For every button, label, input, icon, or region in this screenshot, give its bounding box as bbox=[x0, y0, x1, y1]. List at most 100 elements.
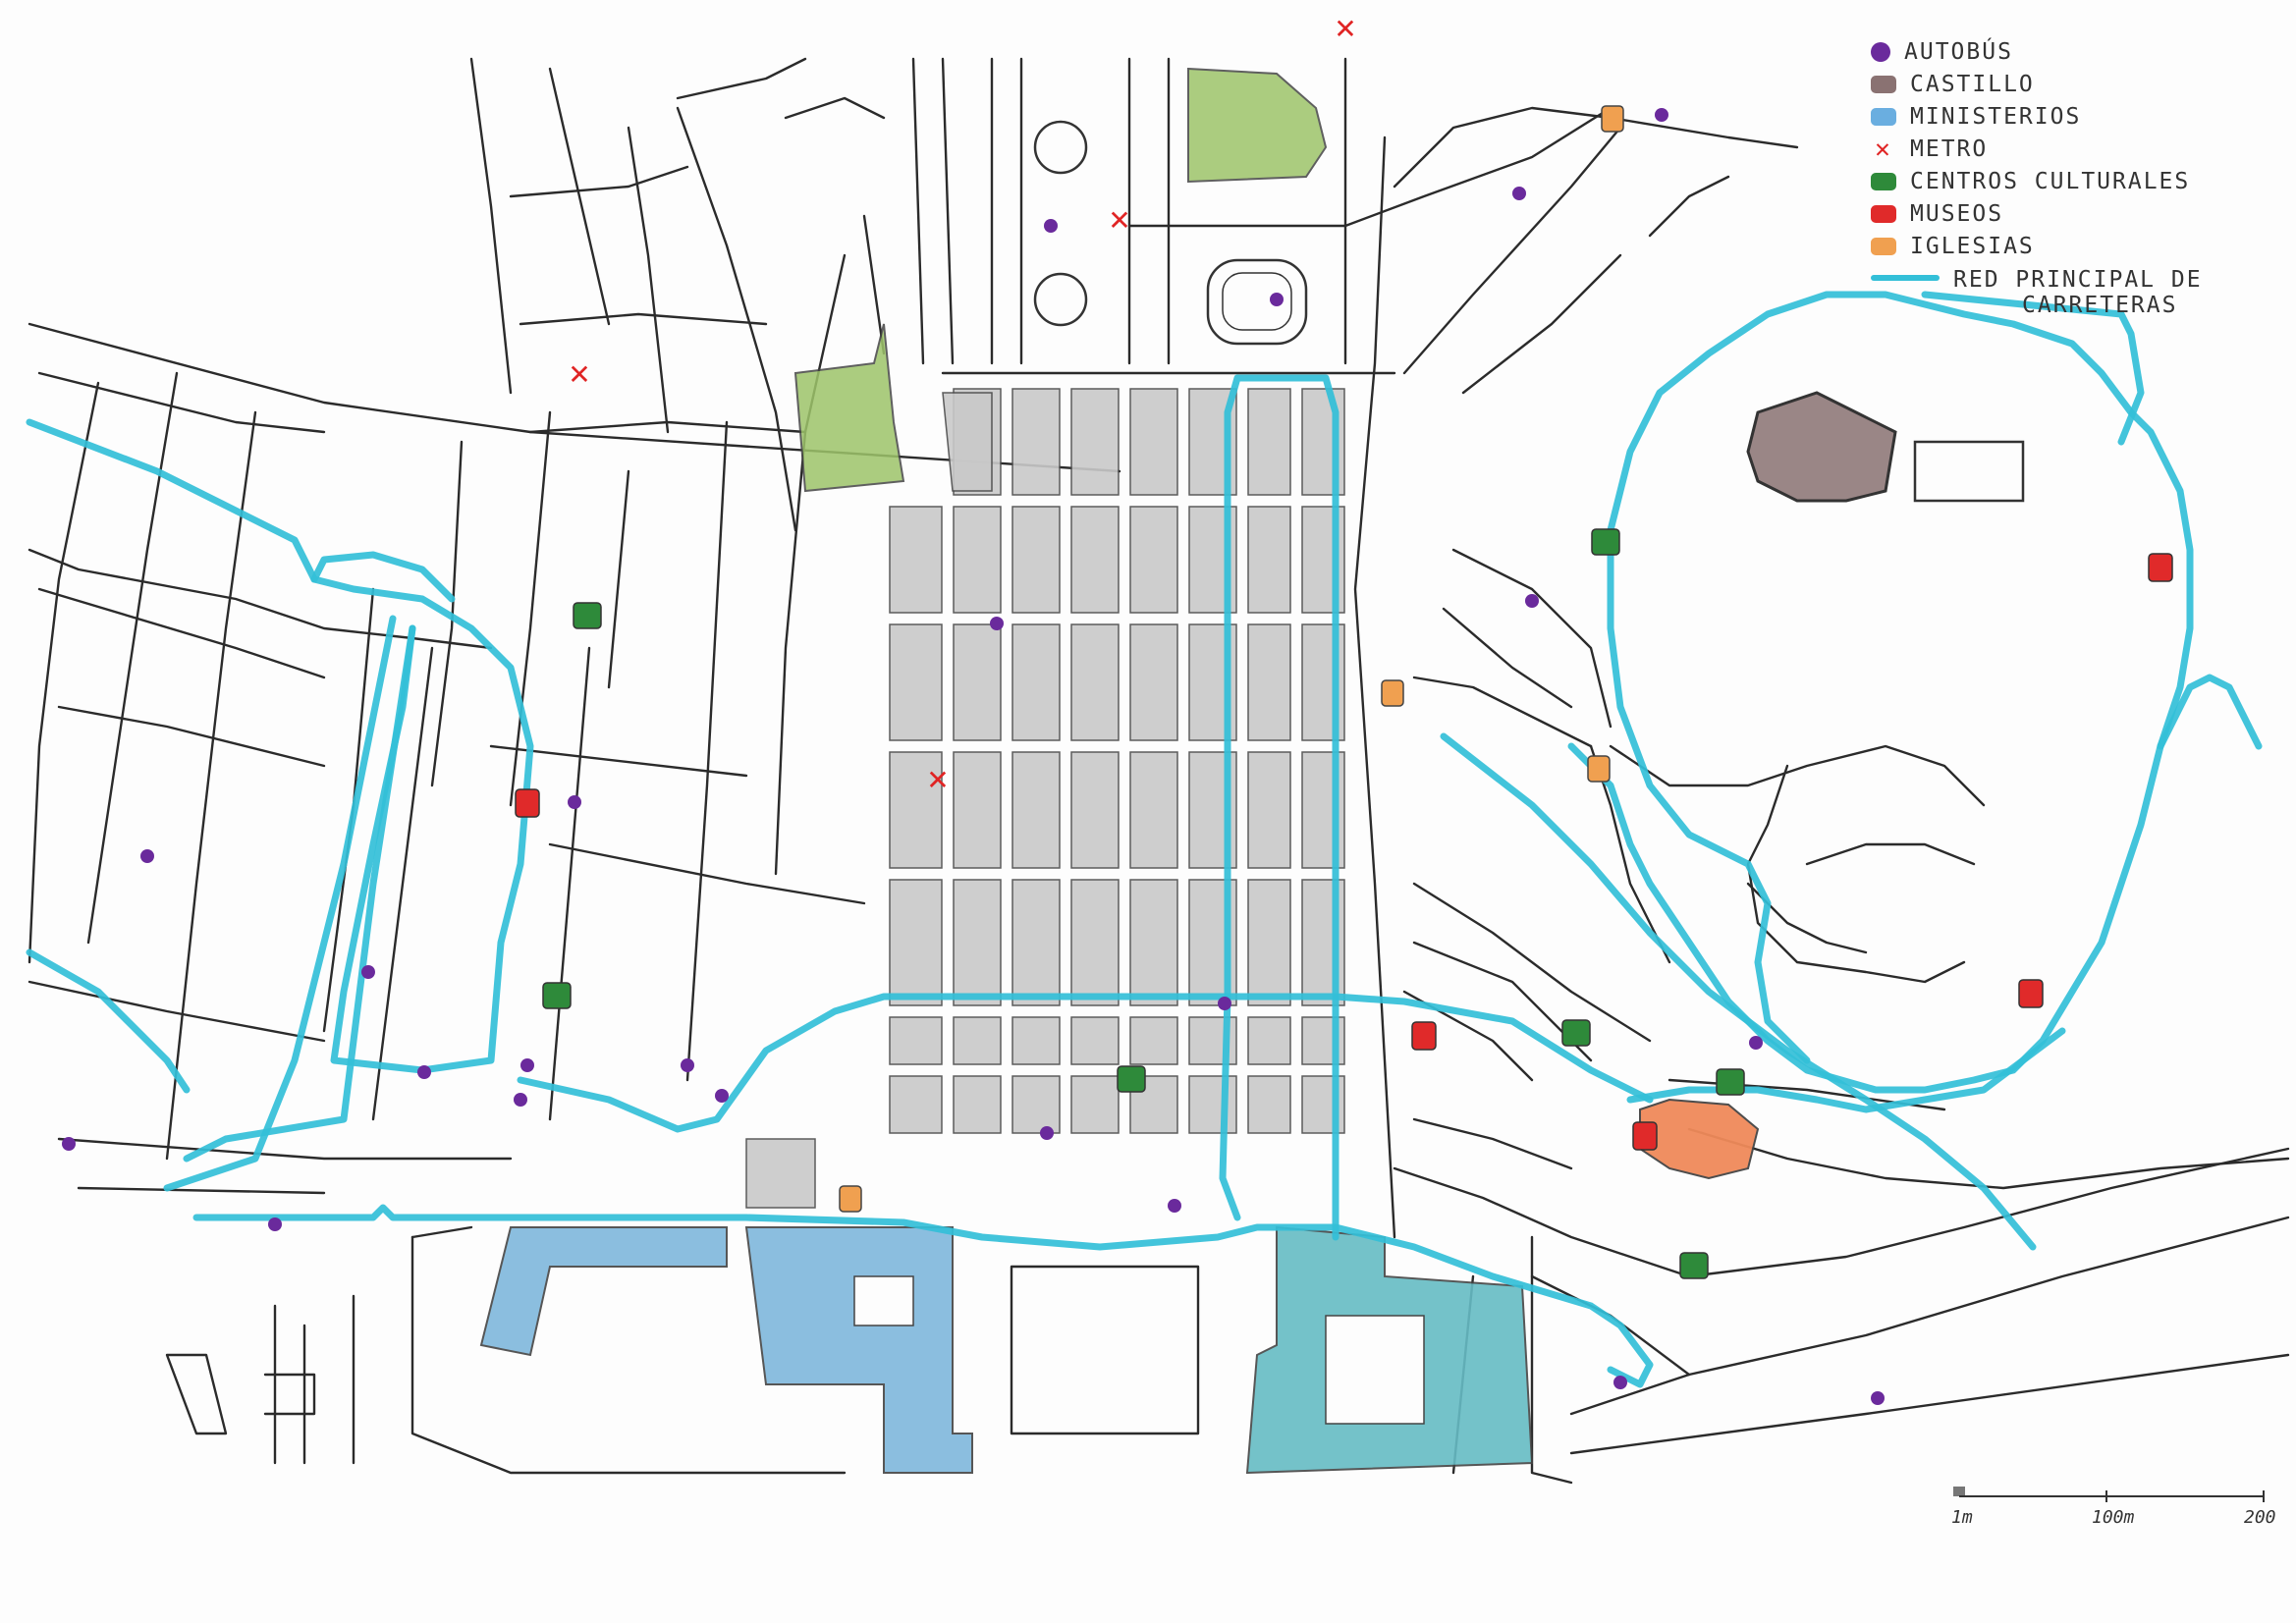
city-block bbox=[1129, 1016, 1178, 1065]
bus-stop-icon bbox=[1218, 997, 1231, 1010]
city-block bbox=[1011, 879, 1061, 1006]
legend-item-roads: RED PRINCIPAL DE CARRETERAS bbox=[1871, 267, 2203, 318]
churches bbox=[839, 105, 1624, 1213]
city-block bbox=[1247, 506, 1291, 614]
bus-stop-icon bbox=[1040, 1126, 1054, 1140]
city-block bbox=[889, 506, 943, 614]
bus-stop-icon bbox=[361, 965, 375, 979]
city-block bbox=[953, 1016, 1002, 1065]
city-block bbox=[1129, 879, 1178, 1006]
bus-stop-icon bbox=[514, 1093, 527, 1107]
city-block bbox=[953, 623, 1002, 741]
legend-item-cultural: CENTROS CULTURALES bbox=[1871, 169, 2190, 194]
city-block bbox=[889, 1016, 943, 1065]
legend-item-castle: CASTILLO bbox=[1871, 72, 2035, 97]
legend-road-label-2: CARRETERAS bbox=[2022, 293, 2178, 318]
museum-icon bbox=[515, 788, 540, 818]
park-north bbox=[1187, 67, 1328, 184]
city-block bbox=[1070, 751, 1120, 869]
cultural-center-icon bbox=[1591, 528, 1620, 556]
large-church bbox=[1639, 1098, 1760, 1180]
bus-stop-icon bbox=[990, 617, 1004, 630]
city-block bbox=[953, 1075, 1002, 1134]
city-block bbox=[1247, 879, 1291, 1006]
cultural-center-icon bbox=[542, 982, 572, 1009]
city-block bbox=[1247, 623, 1291, 741]
parks bbox=[793, 67, 1328, 493]
church-icon bbox=[839, 1185, 862, 1213]
monument-circle-1 bbox=[1033, 120, 1088, 175]
city-block bbox=[1011, 1075, 1061, 1134]
cultural-center-icon bbox=[1679, 1252, 1709, 1279]
cultural-center-icon bbox=[1561, 1019, 1591, 1047]
city-block bbox=[1070, 1075, 1120, 1134]
bus-stop-icon bbox=[268, 1217, 282, 1231]
bus-stop-icon bbox=[1749, 1036, 1763, 1050]
museums bbox=[515, 553, 2173, 1151]
park-west bbox=[793, 323, 905, 493]
bus-stops bbox=[62, 108, 1885, 1405]
city-block bbox=[1070, 388, 1120, 496]
church-icon bbox=[1381, 679, 1404, 707]
city-block bbox=[1247, 751, 1291, 869]
bus-stop-icon bbox=[1168, 1199, 1181, 1213]
metro-cross-icon: ✕ bbox=[926, 764, 949, 796]
bus-stop-icon bbox=[62, 1137, 76, 1151]
metro-cross-icon: ✕ bbox=[1108, 204, 1130, 237]
city-block bbox=[1011, 1016, 1061, 1065]
castle bbox=[1746, 391, 2025, 503]
map-legend: AUTOBÚS CASTILLO MINISTERIOS ✕ METRO CEN… bbox=[1871, 39, 2244, 334]
bus-dot-icon bbox=[1871, 42, 1890, 62]
city-block bbox=[1129, 623, 1178, 741]
city-block bbox=[1188, 1075, 1237, 1134]
cultural-center-icon bbox=[1716, 1068, 1745, 1096]
bus-stop-icon bbox=[1525, 594, 1539, 608]
city-block bbox=[1011, 506, 1061, 614]
scale-label-end: 200 bbox=[2244, 1507, 2276, 1528]
bus-stop-icon bbox=[1044, 219, 1058, 233]
bus-stop-icon bbox=[417, 1065, 431, 1079]
church-swatch-icon bbox=[1871, 238, 1896, 255]
museum-icon bbox=[2148, 553, 2173, 582]
city-block bbox=[953, 506, 1002, 614]
legend-label: CASTILLO bbox=[1910, 72, 2035, 97]
museum-icon bbox=[1632, 1121, 1658, 1151]
city-block bbox=[1247, 1075, 1291, 1134]
city-block bbox=[1247, 388, 1291, 496]
metro-cross-icon: ✕ bbox=[568, 358, 590, 391]
city-block bbox=[1011, 388, 1061, 496]
legend-label: MUSEOS bbox=[1910, 201, 2004, 227]
road-line-icon bbox=[1871, 275, 1940, 281]
scale-label-mid: 100m bbox=[2092, 1507, 2135, 1528]
ministry-1 bbox=[479, 1226, 728, 1357]
legend-item-bus: AUTOBÚS bbox=[1871, 39, 2013, 65]
legend-label: AUTOBÚS bbox=[1904, 39, 2013, 65]
monument-square bbox=[1206, 258, 1308, 346]
metro-stations: ✕✕✕✕ bbox=[568, 13, 1356, 796]
museum-icon bbox=[2018, 979, 2044, 1008]
city-block bbox=[1070, 1016, 1120, 1065]
legend-label: MINISTERIOS bbox=[1910, 104, 2082, 130]
bus-stop-icon bbox=[1270, 293, 1284, 306]
legend-road-label-1: RED PRINCIPAL DE bbox=[1953, 267, 2203, 293]
urban-grid bbox=[745, 388, 1345, 1209]
bus-stop-icon bbox=[1871, 1391, 1885, 1405]
ministry-2 bbox=[744, 1226, 973, 1474]
scale-line bbox=[1953, 1487, 2265, 1502]
city-block bbox=[1011, 623, 1061, 741]
bus-stop-icon bbox=[1613, 1376, 1627, 1389]
legend-label: METRO bbox=[1910, 136, 1989, 162]
bus-stop-icon bbox=[681, 1058, 694, 1072]
bus-stop-icon bbox=[520, 1058, 534, 1072]
bus-stop-icon bbox=[1512, 187, 1526, 200]
legend-label: CENTROS CULTURALES bbox=[1910, 169, 2191, 194]
legend-item-churches: IGLESIAS bbox=[1871, 234, 2035, 259]
cultural-center-icon bbox=[1117, 1065, 1146, 1093]
city-block bbox=[889, 751, 943, 869]
museum-swatch-icon bbox=[1871, 205, 1896, 223]
city-block bbox=[953, 751, 1002, 869]
bus-stop-icon bbox=[1655, 108, 1668, 122]
city-block bbox=[953, 879, 1002, 1006]
ministry-swatch-icon bbox=[1871, 108, 1896, 126]
